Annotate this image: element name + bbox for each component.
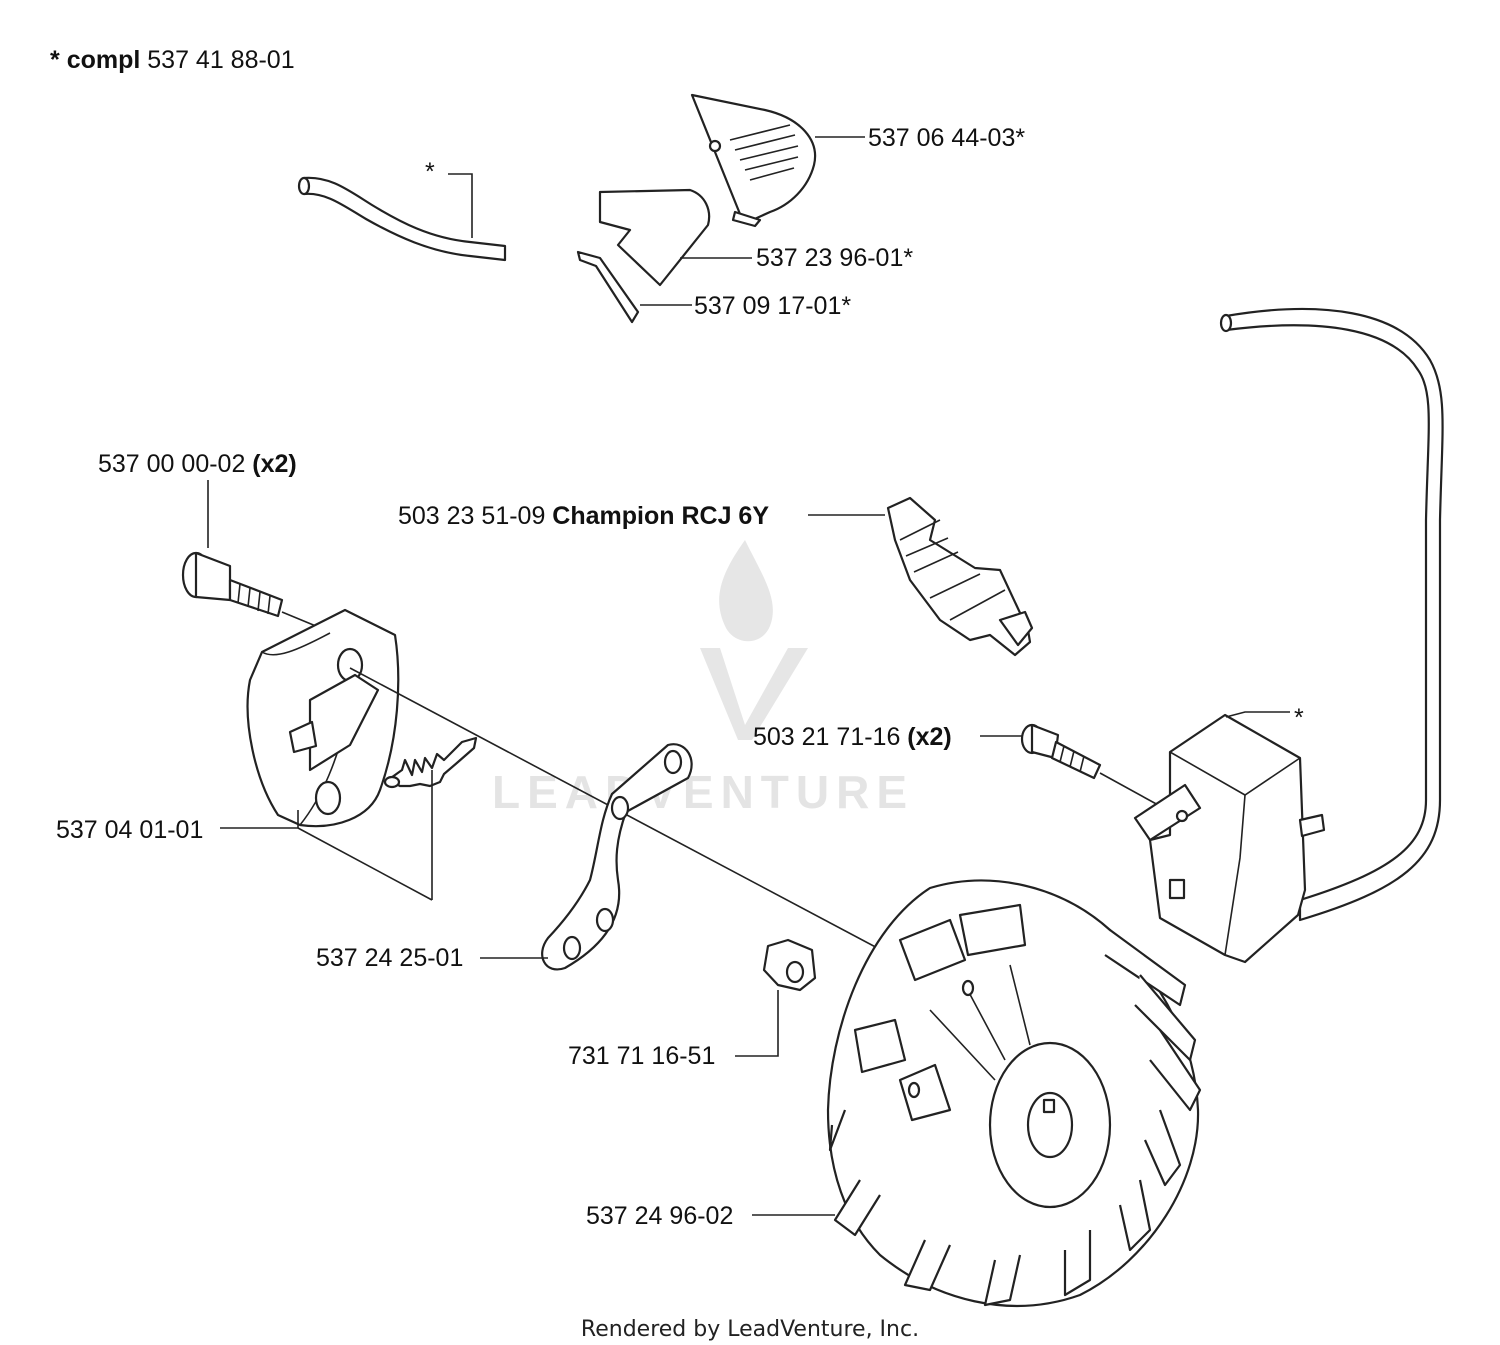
label-nut: 731 71 16-51 bbox=[568, 1042, 715, 1070]
label-hose-star: * bbox=[425, 158, 435, 186]
cover-part[interactable] bbox=[690, 93, 817, 228]
label-flywheel: 537 24 96-02 bbox=[586, 1202, 733, 1230]
label-cover: 537 06 44-03* bbox=[868, 124, 1025, 152]
label-plate: 537 23 96-01* bbox=[756, 244, 913, 272]
label-module-star: * bbox=[1294, 704, 1304, 732]
ignition-module-part[interactable] bbox=[1133, 713, 1326, 964]
footer-credit: Rendered by LeadVenture, Inc. bbox=[581, 1317, 919, 1342]
label-screw-1: 537 00 00-02 (x2) bbox=[98, 450, 297, 478]
flywheel-part[interactable] bbox=[826, 879, 1202, 1307]
clutch-shoe-part[interactable] bbox=[246, 608, 400, 828]
arm-part[interactable] bbox=[541, 743, 693, 971]
assembly-note: * compl 537 41 88-01 bbox=[50, 46, 295, 74]
ignition-cable[interactable] bbox=[1219, 307, 1444, 922]
small-hose[interactable] bbox=[297, 176, 507, 262]
pin-part[interactable] bbox=[576, 250, 640, 324]
label-spark-plug: 503 23 51-09 Champion RCJ 6Y bbox=[398, 502, 769, 530]
nut-part[interactable] bbox=[762, 938, 817, 992]
screw-part-2[interactable] bbox=[1020, 723, 1102, 780]
label-arm: 537 24 25-01 bbox=[316, 944, 463, 972]
watermark-logo: LEADVENTURE bbox=[492, 540, 914, 818]
watermark-text: LEADVENTURE bbox=[492, 766, 914, 818]
screw-part-1[interactable] bbox=[181, 551, 284, 618]
spring-part[interactable] bbox=[383, 736, 478, 789]
plate-part[interactable] bbox=[598, 188, 711, 287]
label-pin: 537 09 17-01* bbox=[694, 292, 851, 320]
label-clutch-shoe: 537 04 01-01 bbox=[56, 816, 203, 844]
spark-plug-part[interactable] bbox=[886, 496, 1034, 657]
label-screw-2: 503 21 71-16 (x2) bbox=[753, 723, 952, 751]
